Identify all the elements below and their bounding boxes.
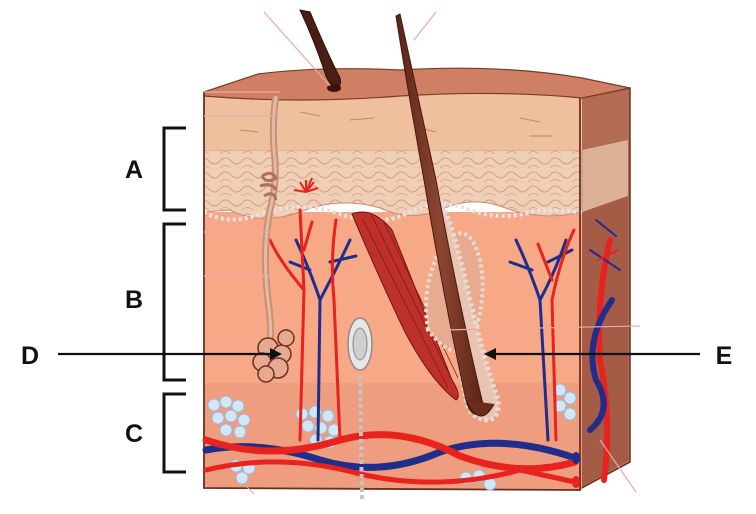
faded-guide-lines <box>204 11 641 495</box>
block-side-epidermis <box>582 140 628 212</box>
blood-vessels <box>202 208 621 488</box>
arrector-pili-muscle <box>351 211 459 401</box>
bracket-b <box>162 222 186 382</box>
side-vessels <box>596 237 613 483</box>
fat-cluster-right <box>553 383 577 421</box>
skin-surface <box>203 67 631 101</box>
nerve-ending <box>293 177 319 193</box>
label-c: C <box>125 420 143 448</box>
pointer-d-arrowhead <box>270 348 282 360</box>
fat-cluster-left <box>207 395 251 439</box>
skin-block <box>203 67 631 492</box>
vein-tree-right <box>508 238 574 442</box>
fat-lobules <box>207 383 577 491</box>
label-b: B <box>125 286 143 314</box>
label-e: E <box>716 342 733 370</box>
pointer-e-arrowhead <box>484 348 496 360</box>
pacinian-corpuscle <box>347 317 373 501</box>
bracket-a <box>162 126 186 212</box>
pointer-lines <box>58 348 700 360</box>
side-vessels-blue <box>587 297 615 433</box>
deep-artery <box>202 431 579 473</box>
label-d: D <box>21 342 39 370</box>
layer-brackets <box>162 126 186 474</box>
stratum-layer <box>204 93 582 150</box>
artery-left <box>268 208 314 442</box>
hair-follicle <box>395 13 501 423</box>
hair-shaft-left <box>299 9 342 92</box>
block-outline <box>203 92 581 491</box>
bracket-c <box>162 392 186 474</box>
artery-mid <box>330 218 342 442</box>
block-side-dermis <box>580 196 628 488</box>
hair-bulb <box>465 399 495 417</box>
artery-right <box>536 228 576 442</box>
letter-labels: A B C D E <box>21 156 732 448</box>
label-a: A <box>125 156 143 184</box>
vein-tree-left <box>288 238 358 442</box>
sweat-duct-coils <box>259 171 278 201</box>
